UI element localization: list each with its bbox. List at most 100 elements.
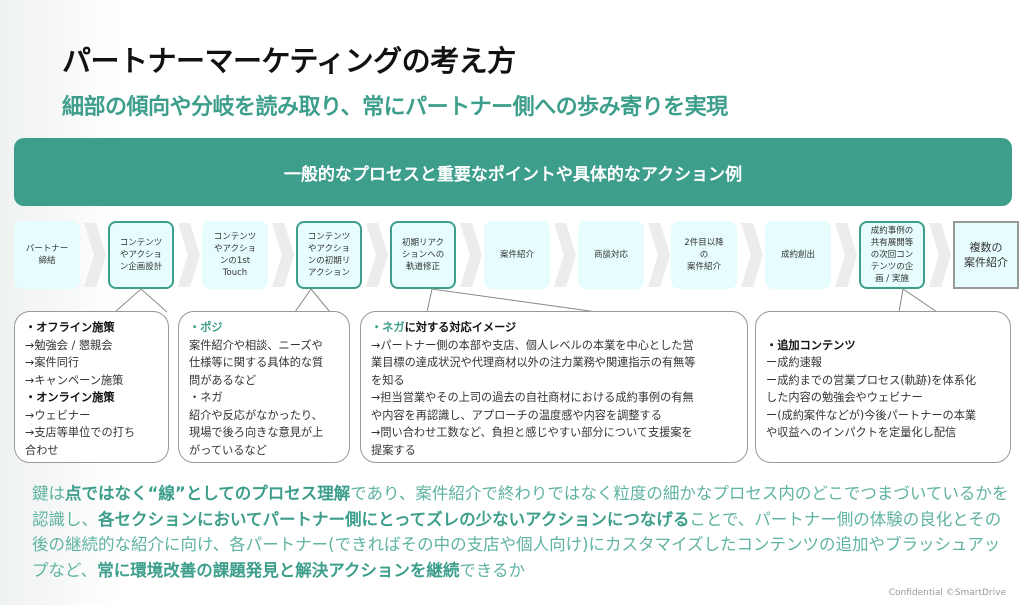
callout-text: ・ポジ xyxy=(189,321,223,334)
callout-line: →案件同行 xyxy=(25,354,158,372)
callout-text: や収益へのインパクトを定量化し配信 xyxy=(766,426,957,439)
process-step: 複数の 案件紹介 xyxy=(953,221,1019,289)
callout-line: 合わせ xyxy=(25,442,158,460)
callout-text: →問い合わせ工数など、負担と感じやすい部分について支援案を xyxy=(371,426,693,439)
callout-line: ー(成約案件などが)今後パートナーの本業 xyxy=(766,407,1000,425)
callout-line xyxy=(766,319,1000,337)
callout-line: ー成約までの営業プロセス(軌跡)を体系化 xyxy=(766,372,1000,390)
chevron-right-icon xyxy=(366,223,388,287)
callout-text: がっているなど xyxy=(189,443,267,457)
callout-line: →支店等単位での打ち xyxy=(25,424,158,442)
process-step: 案件紹介 xyxy=(484,221,550,289)
chevron-right-icon xyxy=(84,223,106,287)
callout-box: ・ポジ案件紹介や相談、ニーズや仕様等に関する具体的な質問があるなど・ネガ紹介や反… xyxy=(178,311,350,463)
callout-text: →担当営業やその上司の過去の自社商材における成約事例の有無 xyxy=(371,391,694,404)
callout-text: →ウェビナー xyxy=(25,408,91,422)
callout-text: 問があるなど xyxy=(189,373,257,387)
callout-text: 紹介や反応がなかったり、 xyxy=(189,408,323,422)
callout-text: 提案する xyxy=(371,443,416,457)
callout-line: →勉強会 / 懇親会 xyxy=(25,337,158,355)
process-step-label: コンテンツ やアクショ ンの初期リ アクション xyxy=(307,232,351,278)
process-step-label: 2件目以降 の 案件紹介 xyxy=(684,238,724,272)
page-subtitle: 細部の傾向や分岐を読み取り、常にパートナー側への歩み寄りを実現 xyxy=(62,95,728,120)
chevron-right-icon xyxy=(272,223,294,287)
callout-text: ー成約速報 xyxy=(766,356,822,369)
callout-line: ・オフライン施策 xyxy=(25,319,158,337)
summary-emphasis: 各セクションにおいてパートナー側にとってズレの少ないアクションにつなげる xyxy=(98,509,690,529)
callout-text: ・追加コンテンツ xyxy=(766,338,856,352)
summary-segment: 鍵は xyxy=(32,484,65,503)
callout-line: ・オンライン施策 xyxy=(25,389,158,407)
process-step: パートナー 締結 xyxy=(14,221,80,289)
callout-text: ・ネガ xyxy=(189,391,223,404)
process-step: コンテンツ やアクショ ン企画設計 xyxy=(108,221,174,289)
callout-text: 業目標の達成状況や代理商材以外の注力業務や関連指示の有無等 xyxy=(371,356,696,369)
chevron-right-icon xyxy=(554,223,576,287)
callout-text: ・オンライン施策 xyxy=(25,391,115,404)
callout-text: を知る xyxy=(371,373,405,387)
confidential-label: Confidential ©SmartDrive xyxy=(888,588,1006,598)
callout-text: 案件紹介や相談、ニーズや xyxy=(189,338,323,352)
chevron-right-icon xyxy=(648,223,670,287)
callout-line: 紹介や反応がなかったり、 xyxy=(189,407,339,425)
summary-segment: できるか xyxy=(459,560,526,580)
chevron-right-icon xyxy=(835,223,857,287)
callout-line: ・追加コンテンツ xyxy=(766,337,1000,355)
process-step: コンテンツ やアクショ ンの1st Touch xyxy=(202,221,268,289)
process-step: 成約創出 xyxy=(765,221,831,289)
callout-line: →問い合わせ工数など、負担と感じやすい部分について支援案を xyxy=(371,424,737,442)
callout-line: ー成約速報 xyxy=(766,354,1000,372)
callout-line: を知る xyxy=(371,372,737,390)
callout-line: →パートナー側の本部や支店、個人レベルの本業を中心とした営 xyxy=(371,337,737,355)
callout-box: ・追加コンテンツー成約速報ー成約までの営業プロセス(軌跡)を体系化した内容の勉強… xyxy=(755,311,1011,463)
callout-line: 提案する xyxy=(371,442,737,460)
callout-line: 問があるなど xyxy=(189,372,339,390)
process-step: 2件目以降 の 案件紹介 xyxy=(671,221,737,289)
process-step-label: コンテンツ やアクショ ンの1st Touch xyxy=(213,232,257,278)
summary-emphasis: 点ではなく“線”としてのプロセス理解 xyxy=(65,484,351,503)
callout-text: →勉強会 / 懇親会 xyxy=(25,338,113,352)
process-step-label: 成約事例の 共有展開等 の次回コン テンツの企 画 / 実施 xyxy=(870,226,914,284)
chevron-right-icon xyxy=(741,223,763,287)
chevron-right-icon xyxy=(929,223,951,287)
chevron-right-icon xyxy=(178,223,200,287)
callout-line: 現場で後ろ向きな意見が上 xyxy=(189,424,339,442)
callout-text: 合わせ xyxy=(25,443,59,457)
callout-line: 業目標の達成状況や代理商材以外の注力業務や関連指示の有無等 xyxy=(371,354,737,372)
process-step-label: コンテンツ やアクショ ン企画設計 xyxy=(119,238,163,272)
summary-text: 鍵は点ではなく“線”としてのプロセス理解であり、案件紹介で終わりではなく粒度の細… xyxy=(32,481,1012,583)
callout-line: ・ネガに対する対応イメージ xyxy=(371,319,737,337)
process-step: コンテンツ やアクショ ンの初期リ アクション xyxy=(296,221,362,289)
summary-segment: であり、案件紹介で終わりではなく粒度の細かなプロセス内のどこでつまづいているかを… xyxy=(32,484,1009,529)
callout-line: や内容を再認識し、アプローチの温度感や内容を調整する xyxy=(371,407,737,425)
process-step-label: 成約創出 xyxy=(780,250,815,260)
summary-segment: ことで、パートナー側の体験の良化とその後の継続的な紹介に向け、各パートナー(でき… xyxy=(32,509,1002,580)
callout-text: →キャンペーン施策 xyxy=(25,373,124,387)
callout-line: →ウェビナー xyxy=(25,407,158,425)
summary-emphasis: 常に環境改善の課題発見と解決アクションを継続 xyxy=(97,560,460,580)
callout-text: ー(成約案件などが)今後パートナーの本業 xyxy=(766,408,977,422)
callout-line: した内容の勉強会やウェビナー xyxy=(766,389,1000,407)
process-step-label: 初期リアク ションへの 軌道修正 xyxy=(401,238,445,272)
process-banner: 一般的なプロセスと重要なポイントや具体的なアクション例 xyxy=(14,138,1012,206)
callout-text: ・オフライン施策 xyxy=(25,321,115,334)
process-step: 初期リアク ションへの 軌道修正 xyxy=(390,221,456,289)
process-step-label: 複数の 案件紹介 xyxy=(964,241,1008,269)
callout-line: 仕様等に関する具体的な質 xyxy=(189,354,339,372)
callout-text: →パートナー側の本部や支店、個人レベルの本業を中心とした営 xyxy=(371,338,694,352)
callout-line: ・ポジ xyxy=(189,319,339,337)
callout-text: ・ネガ xyxy=(371,321,405,334)
process-step-label: 案件紹介 xyxy=(499,250,534,260)
process-step: 商談対応 xyxy=(578,221,644,289)
process-step: 成約事例の 共有展開等 の次回コン テンツの企 画 / 実施 xyxy=(859,221,925,289)
callout-line: →キャンペーン施策 xyxy=(25,372,158,390)
callout-line: がっているなど xyxy=(189,442,339,460)
callout-text: や内容を再認識し、アプローチの温度感や内容を調整する xyxy=(371,408,662,422)
callout-line: 案件紹介や相談、ニーズや xyxy=(189,337,339,355)
callout-line: や収益へのインパクトを定量化し配信 xyxy=(766,424,1000,442)
callout-box: ・オフライン施策 →勉強会 / 懇親会 →案件同行 →キャンペーン施策・オンライン施策… xyxy=(14,311,169,463)
callout-text: 現場で後ろ向きな意見が上 xyxy=(189,426,324,439)
callout-text: →案件同行 xyxy=(25,356,80,369)
process-step-label: パートナー 締結 xyxy=(25,244,69,266)
